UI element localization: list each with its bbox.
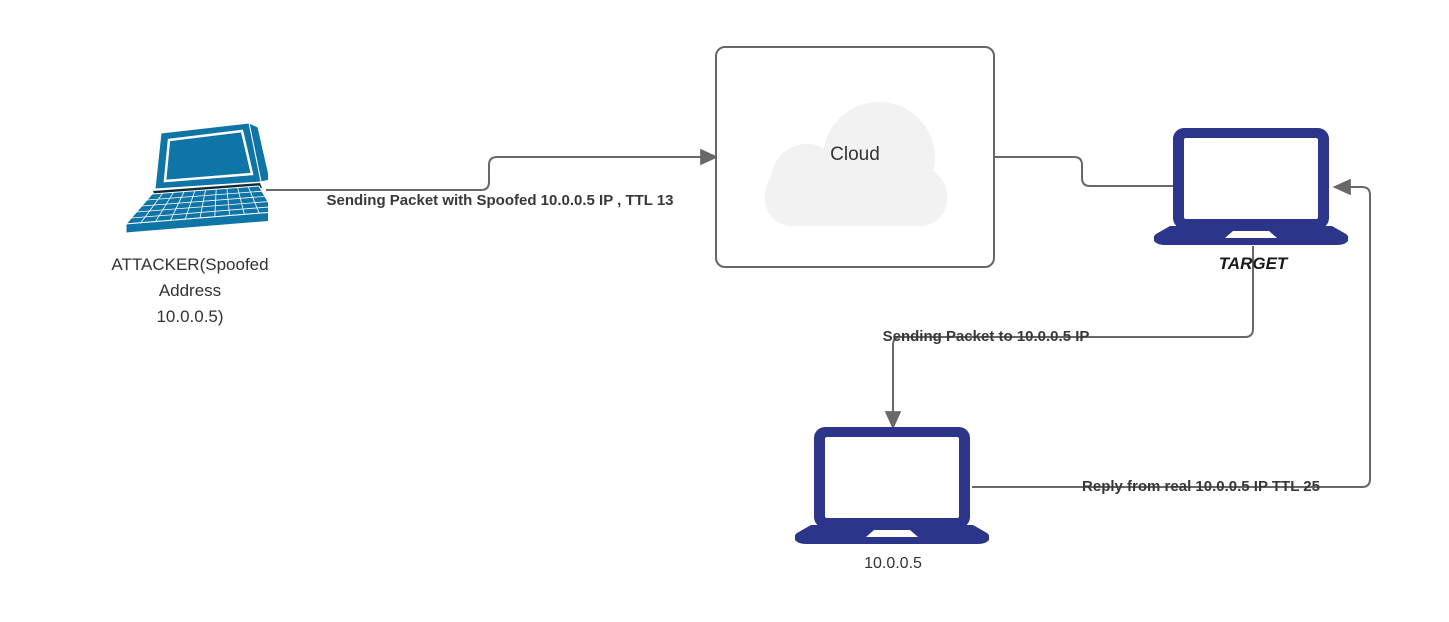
real-host-label: 10.0.0.5 xyxy=(864,555,922,572)
cloud-icon xyxy=(765,102,947,226)
laptop-screen xyxy=(825,437,959,518)
attacker-laptop-icon xyxy=(124,122,268,234)
laptop-notch xyxy=(866,530,918,537)
target-label: TARGET xyxy=(1218,254,1288,273)
attacker-label-line2: Address xyxy=(158,281,222,300)
connector-attacker-to-cloud xyxy=(266,148,719,191)
edge-label-reply: Reply from real 10.0.0.5 IP TTL 25 xyxy=(1082,478,1320,495)
laptop-notch xyxy=(1225,231,1277,238)
laptop-base xyxy=(125,211,268,234)
laptop-screen xyxy=(163,129,254,183)
laptop-screen xyxy=(1184,138,1318,219)
laptop-keyboard xyxy=(124,185,268,225)
cloud-box: Cloud xyxy=(715,46,995,268)
edge-label-sending-packet: Sending Packet to 10.0.0.5 IP xyxy=(882,328,1090,345)
edge-label-spoofed-packet: Sending Packet with Spoofed 10.0.0.5 IP … xyxy=(326,192,674,209)
attacker-label-line1: ATTACKER(Spoofed xyxy=(111,255,269,274)
keyboard-grid xyxy=(131,186,268,224)
connector-cloud-to-target xyxy=(995,156,1173,187)
target-laptop-icon xyxy=(1154,128,1348,245)
real-host-laptop-icon xyxy=(795,427,989,544)
cloud-label: Cloud xyxy=(830,144,880,165)
attacker-label: ATTACKER(Spoofed Address 10.0.0.5) xyxy=(75,252,305,330)
attacker-label-line3: 10.0.0.5) xyxy=(156,307,224,326)
